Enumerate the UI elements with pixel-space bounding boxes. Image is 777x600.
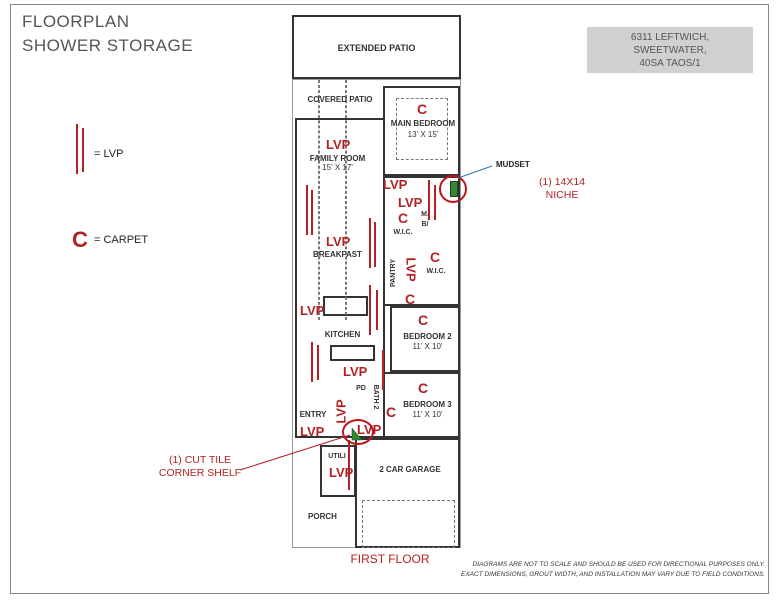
niche-line1: (1) 14X14 xyxy=(538,176,586,188)
breakfast-label: BREAKFAST xyxy=(313,250,362,259)
carpet-mark-closet3: C xyxy=(386,404,397,420)
powder-label: PD xyxy=(356,385,366,392)
lvp-line xyxy=(374,222,376,267)
lvp-mark-kitchen: LVP xyxy=(300,303,325,318)
address-line2: SWEETWATER, xyxy=(633,45,707,56)
grid-line xyxy=(318,80,320,320)
garage-door xyxy=(362,500,455,548)
main-bedroom-walls xyxy=(383,86,460,176)
family-room-label: FAMILY ROOM xyxy=(309,154,366,163)
lvp-mark-hall2: LVP xyxy=(343,364,368,379)
lvp-legend-line xyxy=(82,128,84,172)
bedroom2-size: 11' X 10' xyxy=(412,342,443,351)
utility-walls xyxy=(320,445,356,497)
corner-shelf-circle xyxy=(342,419,374,445)
lvp-legend-label: = LVP xyxy=(94,148,124,160)
disclaimer-line2: EXACT DIMENSIONS, GROUT WIDTH, AND INSTA… xyxy=(461,571,765,578)
carpet-legend-symbol: C xyxy=(72,227,88,252)
bedroom3-walls xyxy=(383,372,460,438)
covered-patio-label: COVERED PATIO xyxy=(307,95,373,104)
floor-label: FIRST FLOOR xyxy=(350,552,430,566)
lvp-mark-breakfast: LVP xyxy=(326,234,351,249)
lvp-line xyxy=(311,190,313,235)
carpet-mark-bedroom3: C xyxy=(418,380,429,396)
kitchen-label: KITCHEN xyxy=(324,330,361,339)
lvp-line xyxy=(369,218,371,268)
mudset-label: MUDSET xyxy=(496,160,530,169)
lvp-mark-hall: LVP xyxy=(383,177,408,192)
lvp-line xyxy=(348,440,350,490)
bedroom2-walls xyxy=(390,306,460,372)
lvp-mark-wc: LVP xyxy=(398,195,423,210)
wic1-label: W.I.C. xyxy=(393,229,413,236)
page-border xyxy=(10,4,769,594)
niche-line2: NICHE xyxy=(545,189,579,201)
disclaimer: DIAGRAMS ARE NOT TO SCALE AND SHOULD BE … xyxy=(461,560,765,580)
carpet-mark-wic2: C xyxy=(430,249,441,265)
extended-patio-label: EXTENDED PATIO xyxy=(337,43,416,53)
main-bedroom-size: 13' X 15' xyxy=(407,130,439,139)
bath-wic-walls xyxy=(383,176,460,306)
lvp-line xyxy=(382,350,384,390)
family-room-size: 15' X 17' xyxy=(322,163,353,172)
garage-label: 2 CAR GARAGE xyxy=(379,465,441,474)
lvp-legend-line xyxy=(76,124,78,174)
address-line3: 40SA TAOS/1 xyxy=(639,58,701,69)
carpet-legend-label: = CARPET xyxy=(94,234,149,246)
wic2-label: W.I.C. xyxy=(426,268,446,275)
porch-label: PORCH xyxy=(308,512,337,521)
title-line2: SHOWER STORAGE xyxy=(22,36,194,55)
disclaimer-line1: DIAGRAMS ARE NOT TO SCALE AND SHOULD BE … xyxy=(472,561,765,568)
shelf-line1: (1) CUT TILE xyxy=(168,454,232,466)
entry-label: ENTRY xyxy=(299,410,327,419)
main-bedroom-label: MAIN BEDROOM xyxy=(390,119,456,128)
niche-circle xyxy=(439,175,467,203)
lvp-line xyxy=(376,290,378,330)
bedroom3-size: 11' X 10' xyxy=(412,410,443,419)
corner-shelf-callout: (1) CUT TILE CORNER SHELF xyxy=(150,454,250,480)
lvp-line xyxy=(311,342,313,382)
lvp-mark-utility: LVP xyxy=(329,465,354,480)
main-bath-label: M. B/ xyxy=(421,211,429,228)
carpet-mark-bedroom2: C xyxy=(418,312,429,328)
carpet-mark-wic1: C xyxy=(398,210,409,226)
niche-callout: (1) 14X14 NICHE xyxy=(522,176,602,202)
ceiling-outline xyxy=(396,98,448,160)
lvp-mark-entry: LVP xyxy=(300,424,325,439)
extended-patio xyxy=(292,15,461,79)
bedroom2-label: BEDROOM 2 xyxy=(403,332,452,341)
lvp-mark-family: LVP xyxy=(326,137,351,152)
shelf-line2: CORNER SHELF xyxy=(158,467,242,479)
address-box: 6311 LEFTWICH, SWEETWATER, 40SA TAOS/1 xyxy=(587,27,753,73)
kitchen-counter xyxy=(330,345,375,361)
utility-label: UTILI xyxy=(328,453,346,460)
carpet-mark-main: C xyxy=(417,101,428,117)
lvp-line xyxy=(434,185,436,220)
lvp-line xyxy=(428,180,430,220)
lvp-line xyxy=(306,185,308,235)
address-line1: 6311 LEFTWICH, xyxy=(630,32,710,43)
bedroom3-label: BEDROOM 3 xyxy=(403,400,452,409)
title-line1: FLOORPLAN xyxy=(22,12,130,31)
lvp-line xyxy=(369,285,371,335)
carpet-mark-closet: C xyxy=(405,291,416,307)
grid-line xyxy=(345,80,347,320)
lvp-line xyxy=(317,345,319,380)
